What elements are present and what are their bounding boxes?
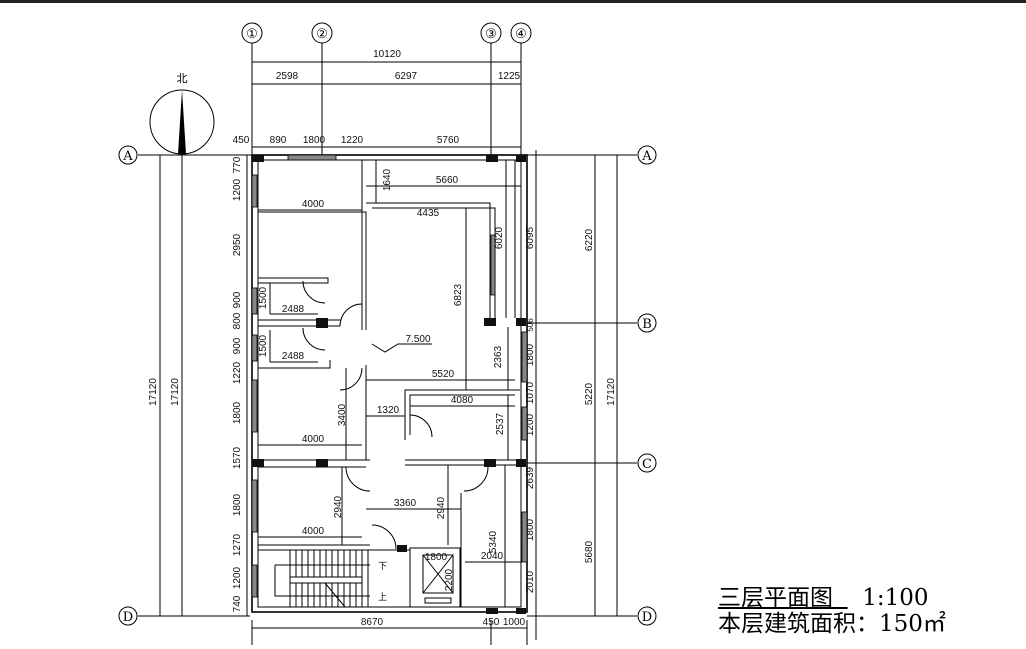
- stair-down-label: 下: [378, 562, 387, 572]
- axis-d-left: D: [123, 610, 133, 625]
- dimension-label: 3360: [394, 498, 417, 509]
- axis-d-right: D: [642, 610, 652, 625]
- dimension-label: 2598: [276, 71, 299, 82]
- interior-dimension-lines: [258, 160, 521, 607]
- dimension-label: 1000: [503, 617, 526, 628]
- dimension-label: 450: [233, 135, 250, 146]
- floor-area: 本层建筑面积：150㎡: [718, 612, 946, 636]
- north-arrow-icon: 北: [149, 72, 215, 155]
- dimension-label: 6020: [494, 226, 505, 249]
- frame-border: [0, 0, 1026, 3]
- dimension-label: 2200: [444, 568, 455, 591]
- area-value: 150㎡: [879, 611, 946, 637]
- dimension-label: 2950: [232, 233, 243, 256]
- bottom-dimensions: 8670 450 1000: [251, 617, 528, 645]
- dimension-label: 450: [483, 617, 500, 628]
- dimension-label: 1800: [425, 552, 448, 563]
- title-scale: 1:100: [862, 585, 929, 611]
- dimension-label: 4000: [302, 526, 325, 537]
- dimension-label: 2537: [495, 412, 506, 435]
- windows: [251, 154, 528, 598]
- dimension-label: 800: [232, 312, 243, 329]
- dimension-label: 5340: [488, 530, 499, 553]
- dimension-label: 2639: [525, 466, 536, 489]
- stair-up-label: 上: [378, 592, 387, 603]
- axis-a-right: A: [641, 149, 652, 164]
- dimension-label: 1800: [232, 493, 243, 516]
- dimension-label: 1200: [232, 178, 243, 201]
- dimension-label: 1320: [377, 405, 400, 416]
- axis-3: ③: [485, 27, 497, 42]
- dimension-label: 6095: [525, 226, 536, 249]
- dimension-label: 4000: [302, 434, 325, 445]
- doors: [302, 280, 489, 550]
- dimension-label: 5680: [584, 540, 595, 563]
- dimension-label: 1500: [258, 334, 269, 357]
- dimension-label: 5760: [437, 135, 460, 146]
- dimension-label: 506: [526, 318, 535, 332]
- columns: [252, 155, 526, 614]
- elevation-symbol-icon: [371, 343, 432, 353]
- dimension-label: 6823: [453, 283, 464, 306]
- drawing-title: 三层平面图 1:100: [718, 586, 929, 610]
- dimension-label: 2940: [333, 495, 344, 518]
- dimension-label: 5660: [436, 175, 459, 186]
- area-label: 本层建筑面积：: [718, 611, 879, 637]
- axis-4: ④: [515, 27, 527, 42]
- dimension-label: 2940: [436, 496, 447, 519]
- dimension-label: 1220: [232, 361, 243, 384]
- dimension-label: 5220: [584, 382, 595, 405]
- dimension-label: 740: [232, 595, 243, 612]
- walls: [251, 154, 528, 613]
- left-dimensions: 770 1200 2950 900 800 900 1220 1800 1570…: [148, 155, 248, 616]
- north-label: 北: [177, 72, 188, 85]
- dimension-label: 17120: [148, 378, 159, 406]
- dimension-label: 1800: [525, 343, 536, 366]
- dimension-label: 8670: [361, 617, 384, 628]
- dimension-label: 4435: [417, 208, 440, 219]
- dimension-label: 2363: [493, 345, 504, 368]
- dimension-label: 10120: [373, 49, 401, 60]
- dimension-label: 1640: [382, 168, 393, 191]
- axis-a-left: A: [122, 149, 133, 164]
- dimension-label: 3400: [337, 403, 348, 426]
- dimension-label: 1225: [498, 71, 521, 82]
- dimension-label: 2010: [525, 570, 536, 593]
- dimension-label: 17120: [170, 378, 181, 406]
- dimension-label: 4080: [451, 395, 474, 406]
- dimension-label: 4000: [302, 199, 325, 210]
- dimension-label: 1800: [303, 135, 326, 146]
- dimension-label: 1500: [258, 286, 269, 309]
- staircase: 下 上: [257, 549, 387, 608]
- dimension-label: 6297: [395, 71, 418, 82]
- dimension-label: 770: [232, 156, 243, 173]
- elevation-mark: 7.500: [405, 334, 430, 345]
- dimension-label: 2488: [282, 351, 305, 362]
- axis-2: ②: [316, 27, 328, 42]
- top-dimensions: 10120 2598 6297 1225 450 890 1800 1220 5…: [233, 49, 521, 148]
- dimension-label: 5520: [432, 369, 455, 380]
- row-axes: A A B C D D: [118, 145, 657, 626]
- axis-1: ①: [246, 27, 258, 42]
- dimension-label: 1270: [232, 533, 243, 556]
- dimension-label: 1570: [232, 446, 243, 469]
- dimension-label: 1800: [525, 518, 536, 541]
- dimension-label: 2488: [282, 304, 305, 315]
- axis-b: B: [642, 317, 652, 332]
- dimension-label: 6220: [584, 228, 595, 251]
- dimension-label: 1800: [232, 401, 243, 424]
- dimension-label: 1200: [232, 566, 243, 589]
- dimension-label: 900: [232, 291, 243, 308]
- dimension-label: 1070: [525, 381, 536, 404]
- dimension-label: 1220: [341, 135, 364, 146]
- right-dimensions: 6095 506 1800 1070 1200 2639 1800 2010 6…: [525, 150, 618, 640]
- interior-dimensions: 4000 1640 5660 4435 6020 6823 1500 2488 …: [258, 168, 506, 591]
- dimension-label: 1200: [525, 413, 536, 436]
- dimension-label: 17120: [606, 378, 617, 406]
- dimension-label: 890: [270, 135, 287, 146]
- title-name: 三层平面图: [718, 585, 833, 611]
- dimension-label: 900: [232, 337, 243, 354]
- axis-c: C: [642, 457, 652, 472]
- dimension-label: 2040: [481, 551, 504, 562]
